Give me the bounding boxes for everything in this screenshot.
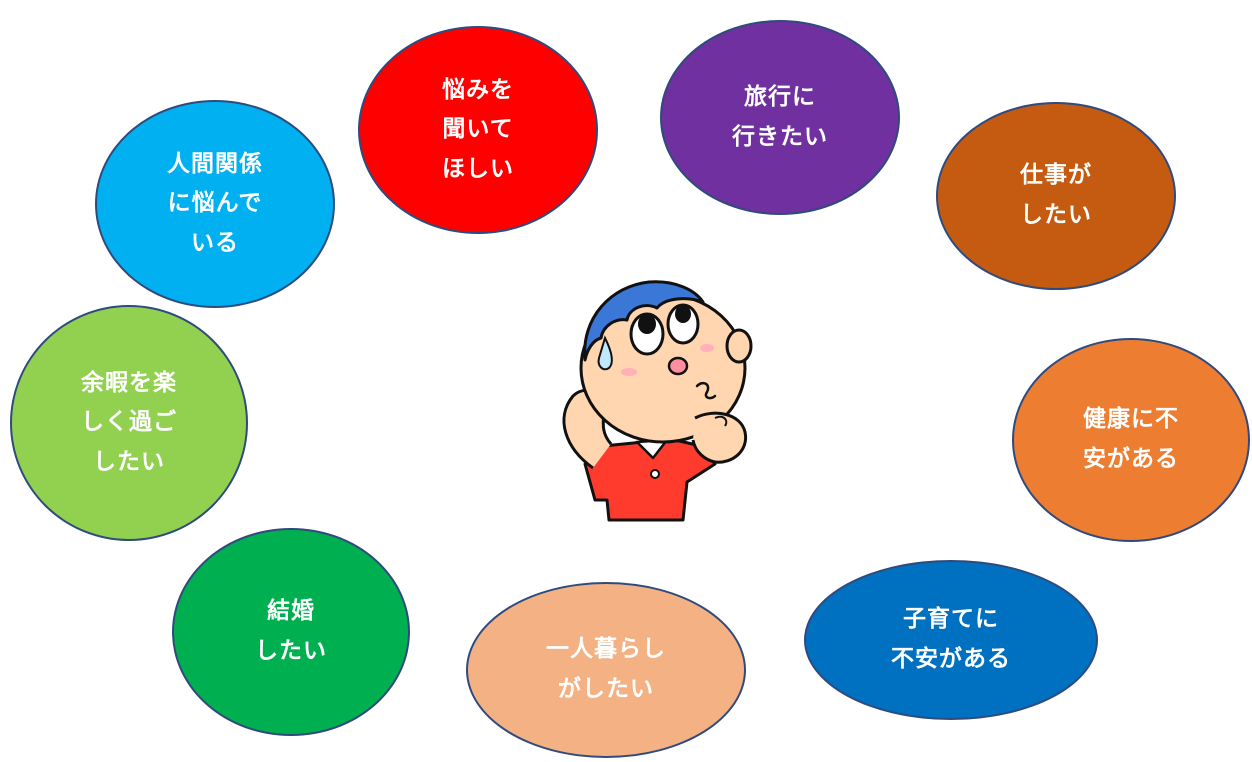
bubble-work: 仕事が したい	[936, 102, 1176, 290]
shirt-button	[650, 469, 660, 479]
bubble-relationships: 人間関係 に悩んで いる	[95, 100, 335, 308]
bubble-label: 健康に不 安がある	[1083, 406, 1179, 472]
bubble-listen-to-worries: 悩みを 聞いて ほしい	[358, 26, 598, 234]
boy-right-hand	[691, 411, 748, 464]
boy-hair	[583, 280, 705, 362]
boy-ear	[725, 328, 753, 364]
bubble-label: 余暇を楽 しく過ご したい	[81, 369, 177, 475]
bubble-health: 健康に不 安がある	[1012, 338, 1250, 542]
bubble-marriage: 結婚 したい	[172, 528, 410, 736]
bubble-label: 子育てに 不安がある	[891, 606, 1011, 672]
boy-nose	[667, 356, 689, 376]
boy-mouth	[695, 381, 717, 400]
bubble-travel: 旅行に 行きたい	[660, 20, 900, 215]
bubble-label: 人間関係 に悩んで いる	[167, 150, 263, 256]
bubble-childcare: 子育てに 不安がある	[804, 560, 1098, 720]
bubble-label: 仕事が したい	[1020, 162, 1092, 228]
thinking-boy-illustration	[562, 280, 753, 522]
bubble-label: 結婚 したい	[255, 598, 327, 664]
bubble-living-alone: 一人暮らし がしたい	[466, 582, 746, 758]
bubble-label: 一人暮らし がしたい	[546, 636, 666, 702]
bubble-label: 旅行に 行きたい	[732, 83, 828, 150]
bubble-label: 悩みを 聞いて ほしい	[442, 76, 514, 182]
sweat-drop-icon	[597, 335, 613, 371]
bubble-leisure: 余暇を楽 しく過ご したい	[10, 305, 248, 541]
